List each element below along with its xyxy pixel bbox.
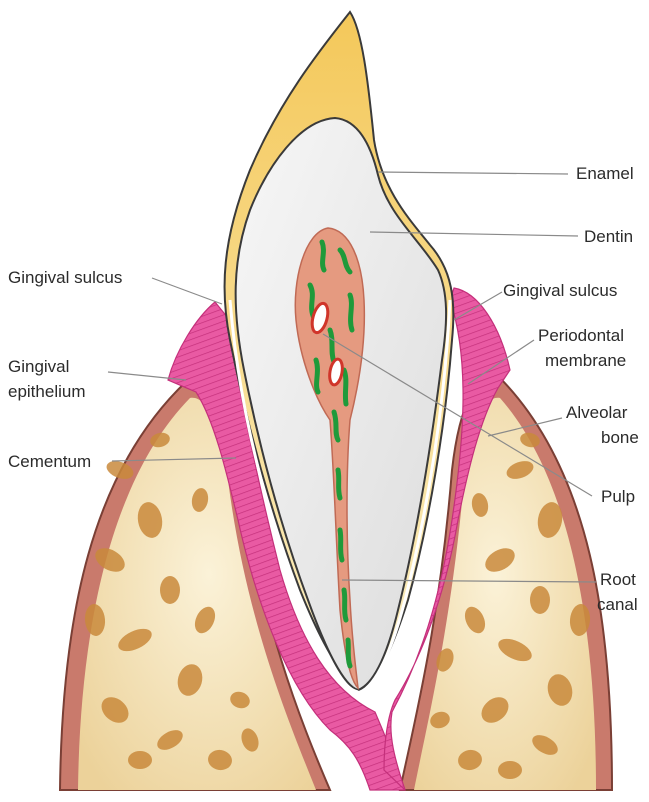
label-root-canal-line1: Root [600,570,636,589]
label-periodontal-membrane-line1: Periodontal [538,326,624,345]
trabecula [160,576,180,604]
trabecula [128,751,152,769]
label-cementum: Cementum [8,452,91,471]
label-alveolar-bone-line1: Alveolar [566,403,628,422]
label-gingival-epithelium-line1: Gingival [8,357,69,376]
label-periodontal-membrane-line2: membrane [545,351,626,370]
label-dentin: Dentin [584,227,633,246]
label-gingival-sulcus-right: Gingival sulcus [503,281,617,300]
label-root-canal-line2: canal [597,595,638,614]
label-gingival-epithelium-line2: epithelium [8,382,86,401]
label-alveolar-bone-line2: bone [601,428,639,447]
label-pulp: Pulp [601,487,635,506]
label-gingival-sulcus-left: Gingival sulcus [8,268,122,287]
trabecula [530,586,550,614]
trabecula [498,761,522,779]
label-enamel: Enamel [576,164,634,183]
